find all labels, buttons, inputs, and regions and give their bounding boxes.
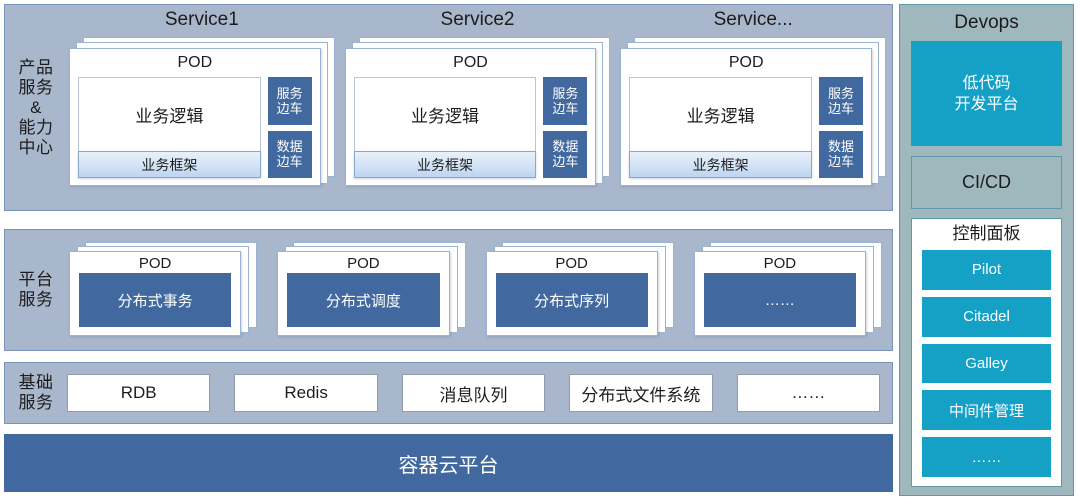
- platform-pod-stack[interactable]: POD 分布式调度: [277, 242, 466, 338]
- business-framework-box: 业务框架: [629, 151, 813, 178]
- pod-title: POD: [138, 255, 172, 272]
- infra-item-redis[interactable]: Redis: [234, 374, 378, 412]
- band-product-services: 产品 服务 & 能力 中心 Service1 POD 业务逻辑 业务框架: [4, 4, 893, 211]
- platform-service-name: 分布式序列: [495, 273, 648, 327]
- control-panel-item-middleware-management[interactable]: 中间件管理: [922, 390, 1051, 431]
- pod-stack: POD 业务逻辑 业务框架 服务 边车 数据 边车: [344, 37, 611, 189]
- pod-title: POD: [728, 54, 764, 71]
- control-panel-item-more[interactable]: ……: [922, 437, 1051, 477]
- platform-pod-card[interactable]: POD 分布式序列: [485, 251, 658, 336]
- pod-logic-column: 业务逻辑 业务框架: [629, 77, 813, 178]
- pod-card[interactable]: POD 业务逻辑 业务框架 服务 边车 数据 边车: [620, 48, 873, 186]
- platform-pod-stack[interactable]: POD ……: [693, 242, 882, 338]
- service-column[interactable]: Service... POD 业务逻辑 业务框架: [620, 7, 887, 189]
- service-sidecar-box: 服务 边车: [267, 77, 312, 125]
- service-column[interactable]: Service2 POD 业务逻辑 业务框架: [344, 7, 611, 189]
- business-framework-box: 业务框架: [353, 151, 537, 178]
- main-architecture-column: 产品 服务 & 能力 中心 Service1 POD 业务逻辑 业务框架: [4, 4, 893, 492]
- service-title: Service1: [164, 9, 239, 30]
- container-cloud-platform-bar[interactable]: 容器云平台: [4, 434, 893, 492]
- platform-pod-stack[interactable]: POD 分布式序列: [485, 242, 674, 338]
- sidecar-column: 服务 边车 数据 边车: [267, 77, 312, 178]
- band-infrastructure-services: 基础 服务 RDB Redis 消息队列 分布式文件系统 ……: [4, 362, 893, 424]
- platform-pod-card[interactable]: POD 分布式调度: [277, 251, 450, 336]
- pod-stack: POD 业务逻辑 业务框架 服务 边车 数据 边车: [69, 37, 335, 189]
- band-platform-services-body: POD 分布式事务 POD 分布式调度 POD: [67, 230, 892, 350]
- platform-service-name: ……: [703, 273, 856, 327]
- pod-title: POD: [763, 255, 797, 272]
- control-panel-title: 控制面板: [952, 224, 1021, 243]
- lowcode-platform-box[interactable]: 低代码 开发平台: [911, 41, 1062, 146]
- pod-title: POD: [453, 54, 488, 71]
- devops-panel: Devops 低代码 开发平台 CI/CD 控制面板 Pilot Citadel…: [899, 4, 1074, 496]
- platform-pod-card[interactable]: POD ……: [693, 251, 866, 336]
- control-panel-list: Pilot Citadel Galley 中间件管理 ……: [922, 250, 1051, 477]
- infra-item-rdb[interactable]: RDB: [67, 374, 211, 412]
- infra-item-more[interactable]: ……: [736, 374, 881, 412]
- service-column[interactable]: Service1 POD 业务逻辑 业务框架: [69, 7, 335, 189]
- sidecar-column: 服务 边车 数据 边车: [543, 77, 588, 178]
- data-sidecar-box: 数据 边车: [267, 130, 312, 178]
- devops-column: Devops 低代码 开发平台 CI/CD 控制面板 Pilot Citadel…: [893, 0, 1080, 500]
- platform-service-name: 分布式调度: [287, 273, 440, 327]
- business-framework-box: 业务框架: [78, 151, 261, 178]
- pod-stack: POD 业务逻辑 业务框架 服务 边车 数据 边车: [620, 37, 887, 189]
- service-sidecar-box: 服务 边车: [819, 77, 864, 125]
- business-logic-box: 业务逻辑: [629, 77, 813, 151]
- service-sidecar-box: 服务 边车: [543, 77, 588, 125]
- service-title: Service2: [440, 9, 515, 30]
- service-title: Service...: [713, 9, 793, 30]
- infra-item-distributed-file-system[interactable]: 分布式文件系统: [569, 374, 713, 412]
- pod-card[interactable]: POD 业务逻辑 业务框架 服务 边车 数据 边车: [69, 48, 321, 186]
- business-logic-box: 业务逻辑: [353, 77, 537, 151]
- band-infrastructure-body: RDB Redis 消息队列 分布式文件系统 ……: [67, 363, 892, 423]
- pod-title: POD: [555, 255, 588, 272]
- sidecar-column: 服务 边车 数据 边车: [819, 77, 864, 178]
- business-logic-box: 业务逻辑: [78, 77, 261, 151]
- band-platform-services: 平台 服务 POD 分布式事务 POD 分布式调度: [4, 229, 893, 351]
- control-panel-item-pilot[interactable]: Pilot: [922, 250, 1051, 290]
- pod-inner: 业务逻辑 业务框架 服务 边车 数据 边车: [353, 77, 588, 178]
- pod-logic-column: 业务逻辑 业务框架: [78, 77, 261, 178]
- data-sidecar-box: 数据 边车: [543, 130, 588, 178]
- control-panel: 控制面板 Pilot Citadel Galley 中间件管理 ……: [911, 218, 1062, 487]
- band-infrastructure-label: 基础 服务: [18, 373, 54, 412]
- pod-logic-column: 业务逻辑 业务框架: [353, 77, 537, 178]
- devops-title: Devops: [954, 12, 1019, 33]
- control-panel-item-citadel[interactable]: Citadel: [922, 296, 1051, 337]
- data-sidecar-box: 数据 边车: [819, 130, 864, 178]
- cicd-box[interactable]: CI/CD: [911, 156, 1062, 209]
- band-product-services-body: Service1 POD 业务逻辑 业务框架: [67, 5, 892, 210]
- pod-title: POD: [347, 255, 380, 272]
- pod-title: POD: [177, 54, 213, 71]
- control-panel-item-galley[interactable]: Galley: [922, 343, 1051, 384]
- pod-card[interactable]: POD 业务逻辑 业务框架 服务 边车 数据 边车: [344, 48, 597, 186]
- band-platform-services-label: 平台 服务: [18, 270, 54, 309]
- band-product-services-label: 产品 服务 & 能力 中心: [18, 57, 54, 157]
- pod-inner: 业务逻辑 业务框架 服务 边车 数据 边车: [78, 77, 312, 178]
- infra-item-message-queue[interactable]: 消息队列: [401, 374, 546, 412]
- platform-service-name: 分布式事务: [79, 273, 232, 327]
- platform-pod-stack[interactable]: POD 分布式事务: [69, 242, 258, 338]
- pod-inner: 业务逻辑 业务框架 服务 边车 数据 边车: [629, 77, 864, 178]
- platform-pod-card[interactable]: POD 分布式事务: [69, 251, 242, 336]
